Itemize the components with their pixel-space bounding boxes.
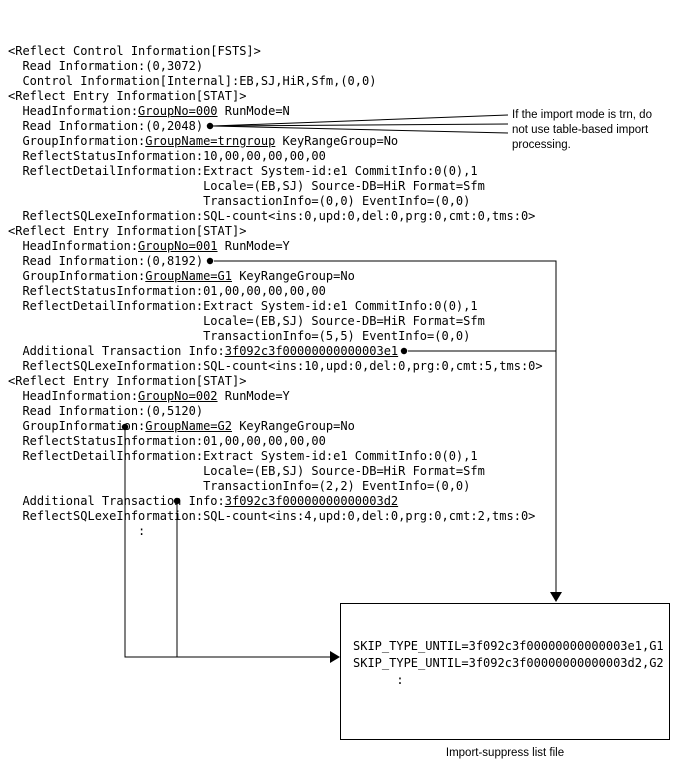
log-segment: Read Information:(0,3072)	[8, 59, 204, 73]
log-segment: :	[8, 524, 146, 538]
log-segment: ReflectDetailInformation:Extract System-…	[8, 299, 478, 313]
log-segment: HeadInformation:	[8, 104, 139, 118]
log-segment: Read Information:(0,8192)	[8, 254, 204, 268]
log-line: TransactionInfo=(0,0) EventInfo=(0,0)	[8, 194, 543, 209]
log-segment: Control Information[Internal]:EB,SJ,HiR,…	[8, 74, 377, 88]
suppress-box-caption: Import-suppress list file	[445, 747, 565, 759]
log-line: ReflectSQLexeInformation:SQL-count<ins:0…	[8, 209, 543, 224]
annotation-line: processing.	[512, 139, 571, 151]
log-line: <Reflect Entry Information[STAT]>	[8, 89, 543, 104]
log-segment: Read Information:(0,2048)	[8, 119, 204, 133]
underlined-token: GroupName=G2	[145, 419, 232, 433]
underlined-token: GroupNo=002	[138, 389, 218, 403]
log-segment: Locale=(EB,SJ) Source-DB=HiR Format=Sfm	[8, 464, 485, 478]
log-segment: GroupInformation:	[8, 134, 146, 148]
log-segment: ReflectStatusInformation:10,00,00,00,00,…	[8, 149, 326, 163]
log-segment: Read Information:(0,5120)	[8, 404, 204, 418]
log-segment: RunMode=Y	[217, 239, 290, 253]
log-segment: <Reflect Control Information[FSTS]>	[8, 44, 261, 58]
log-line: Additional Transaction Info:3f092c3f0000…	[8, 494, 543, 509]
log-segment: HeadInformation:	[8, 239, 139, 253]
log-segment: ReflectDetailInformation:Extract System-…	[8, 449, 478, 463]
suppress-list-box: SKIP_TYPE_UNTIL=3f092c3f00000000000003e1…	[340, 603, 670, 740]
log-line: Read Information:(0,3072)	[8, 59, 543, 74]
log-line: Additional Transaction Info:3f092c3f0000…	[8, 344, 543, 359]
log-line: GroupInformation:GroupName=G2 KeyRangeGr…	[8, 419, 543, 434]
log-segment: ReflectSQLexeInformation:SQL-count<ins:4…	[8, 509, 536, 523]
log-segment: Locale=(EB,SJ) Source-DB=HiR Format=Sfm	[8, 179, 485, 193]
suppress-line: SKIP_TYPE_UNTIL=3f092c3f00000000000003e1…	[353, 639, 664, 653]
log-line: HeadInformation:GroupNo=000 RunMode=N	[8, 104, 543, 119]
log-line: ReflectStatusInformation:01,00,00,00,00,…	[8, 434, 543, 449]
underlined-token: GroupNo=000	[138, 104, 218, 118]
log-line: GroupInformation:GroupName=G1 KeyRangeGr…	[8, 269, 543, 284]
underlined-token: 3f092c3f00000000000003d2	[224, 494, 399, 508]
log-segment: ReflectStatusInformation:01,00,00,00,00,…	[8, 284, 326, 298]
log-line: Locale=(EB,SJ) Source-DB=HiR Format=Sfm	[8, 314, 543, 329]
underlined-token: GroupName=trngroup	[145, 134, 276, 148]
log-segment: TransactionInfo=(0,0) EventInfo=(0,0)	[8, 194, 471, 208]
suppress-box-text: SKIP_TYPE_UNTIL=3f092c3f00000000000003e1…	[353, 638, 664, 689]
log-segment: GroupInformation:	[8, 419, 146, 433]
log-line: ReflectDetailInformation:Extract System-…	[8, 164, 543, 179]
log-line: <Reflect Entry Information[STAT]>	[8, 224, 543, 239]
log-segment: ReflectDetailInformation:Extract System-…	[8, 164, 478, 178]
log-line: ReflectSQLexeInformation:SQL-count<ins:4…	[8, 509, 543, 524]
log-line: ReflectDetailInformation:Extract System-…	[8, 299, 543, 314]
log-line: HeadInformation:GroupNo=002 RunMode=Y	[8, 389, 543, 404]
arrow-right-icon	[330, 651, 340, 663]
suppress-line: SKIP_TYPE_UNTIL=3f092c3f00000000000003d2…	[353, 656, 664, 670]
log-segment: TransactionInfo=(2,2) EventInfo=(0,0)	[8, 479, 471, 493]
log-segment: <Reflect Entry Information[STAT]>	[8, 224, 247, 238]
log-segment: KeyRangeGroup=No	[231, 419, 355, 433]
log-segment: Locale=(EB,SJ) Source-DB=HiR Format=Sfm	[8, 314, 485, 328]
log-segment: ReflectSQLexeInformation:SQL-count<ins:1…	[8, 359, 543, 373]
log-line: ReflectSQLexeInformation:SQL-count<ins:1…	[8, 359, 543, 374]
log-line: Locale=(EB,SJ) Source-DB=HiR Format=Sfm	[8, 464, 543, 479]
annotation-line: If the import mode is trn, do	[512, 109, 652, 121]
log-text: <Reflect Control Information[FSTS]> Read…	[8, 44, 543, 539]
log-segment: ReflectSQLexeInformation:SQL-count<ins:0…	[8, 209, 536, 223]
log-segment: KeyRangeGroup=No	[231, 269, 355, 283]
log-line: Read Information:(0,2048)	[8, 119, 543, 134]
log-line: Control Information[Internal]:EB,SJ,HiR,…	[8, 74, 543, 89]
log-line: Read Information:(0,5120)	[8, 404, 543, 419]
log-segment: GroupInformation:	[8, 269, 146, 283]
log-segment: HeadInformation:	[8, 389, 139, 403]
log-segment: RunMode=N	[217, 104, 290, 118]
log-segment: KeyRangeGroup=No	[275, 134, 399, 148]
log-segment: TransactionInfo=(5,5) EventInfo=(0,0)	[8, 329, 471, 343]
log-line: HeadInformation:GroupNo=001 RunMode=Y	[8, 239, 543, 254]
log-line: Locale=(EB,SJ) Source-DB=HiR Format=Sfm	[8, 179, 543, 194]
log-line: GroupInformation:GroupName=trngroup KeyR…	[8, 134, 543, 149]
log-segment: <Reflect Entry Information[STAT]>	[8, 89, 247, 103]
log-line: <Reflect Control Information[FSTS]>	[8, 44, 543, 59]
log-line: ReflectDetailInformation:Extract System-…	[8, 449, 543, 464]
log-line: ReflectStatusInformation:01,00,00,00,00,…	[8, 284, 543, 299]
log-segment: RunMode=Y	[217, 389, 290, 403]
suppress-line: :	[353, 673, 404, 687]
annotation-line: not use table-based import	[512, 124, 649, 136]
arrow-down-icon	[550, 592, 562, 602]
annotation-text: If the import mode is trn, do not use tab…	[512, 108, 677, 153]
log-line: Read Information:(0,8192)	[8, 254, 543, 269]
underlined-token: 3f092c3f00000000000003e1	[224, 344, 399, 358]
log-segment: ReflectStatusInformation:01,00,00,00,00,…	[8, 434, 326, 448]
log-segment: <Reflect Entry Information[STAT]>	[8, 374, 247, 388]
log-segment: Additional Transaction Info:	[8, 344, 225, 358]
log-line: :	[8, 524, 543, 539]
log-line: <Reflect Entry Information[STAT]>	[8, 374, 543, 389]
underlined-token: GroupNo=001	[138, 239, 218, 253]
log-line: ReflectStatusInformation:10,00,00,00,00,…	[8, 149, 543, 164]
log-segment: Additional Transaction Info:	[8, 494, 225, 508]
log-line: TransactionInfo=(5,5) EventInfo=(0,0)	[8, 329, 543, 344]
log-line: TransactionInfo=(2,2) EventInfo=(0,0)	[8, 479, 543, 494]
underlined-token: GroupName=G1	[145, 269, 232, 283]
